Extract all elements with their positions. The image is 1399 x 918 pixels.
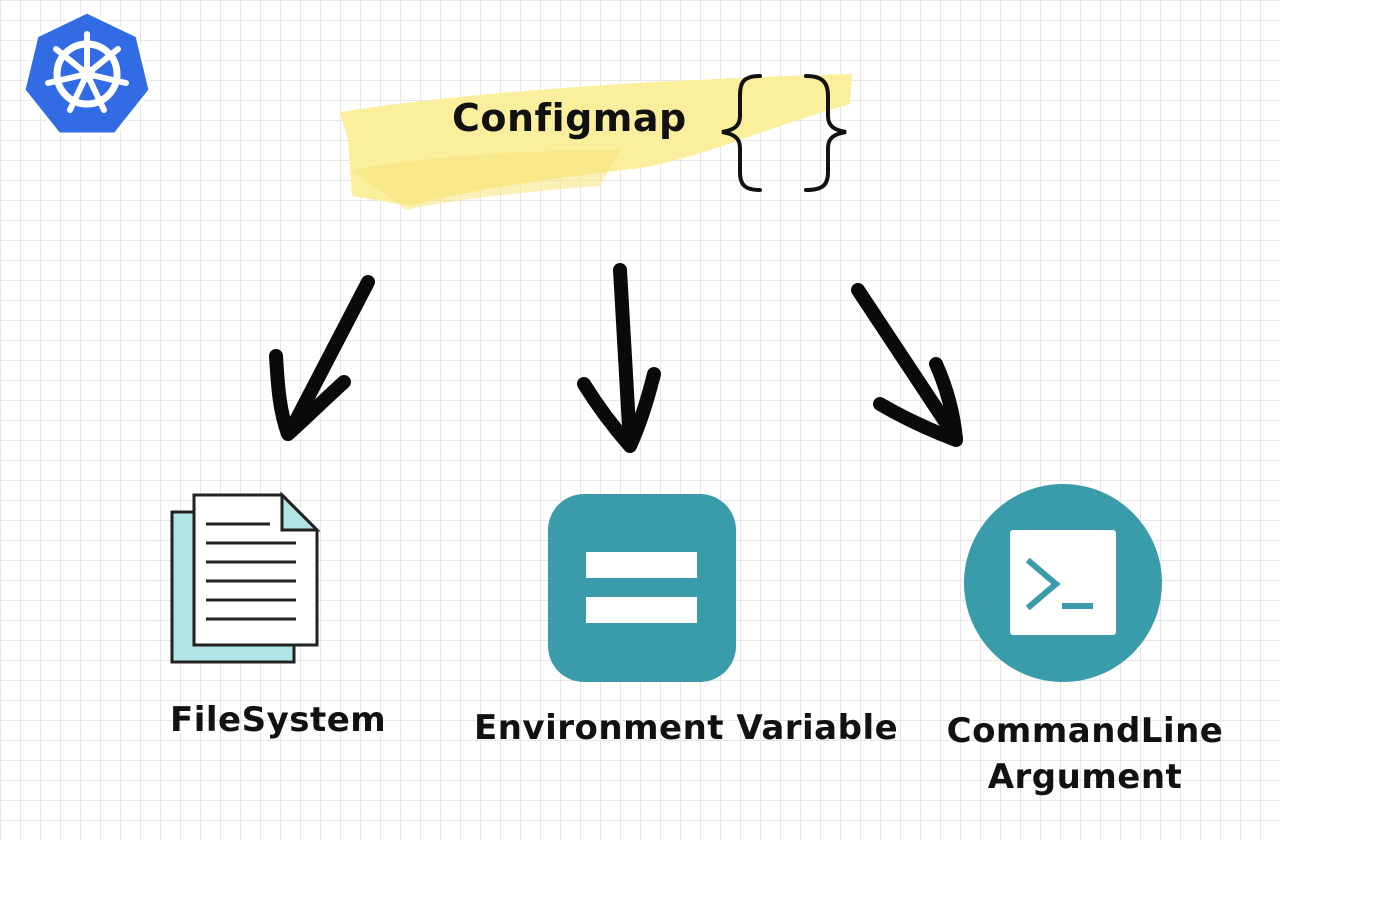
terminal-icon	[964, 484, 1162, 682]
environment-variable-label: Environment Variable	[474, 708, 899, 748]
arrow-to-env	[577, 263, 661, 453]
arrow-to-cmdline	[851, 283, 963, 447]
filesystem-label: FileSystem	[170, 700, 387, 740]
arrow-to-filesystem	[269, 275, 375, 441]
kubernetes-logo-icon	[22, 10, 152, 136]
document-icon	[170, 491, 321, 664]
title-highlight	[340, 74, 852, 210]
commandline-argument-label: CommandLine Argument	[946, 711, 1224, 797]
curly-braces-icon	[721, 74, 847, 192]
configmap-title: Configmap	[452, 96, 687, 140]
equals-icon	[548, 494, 736, 682]
